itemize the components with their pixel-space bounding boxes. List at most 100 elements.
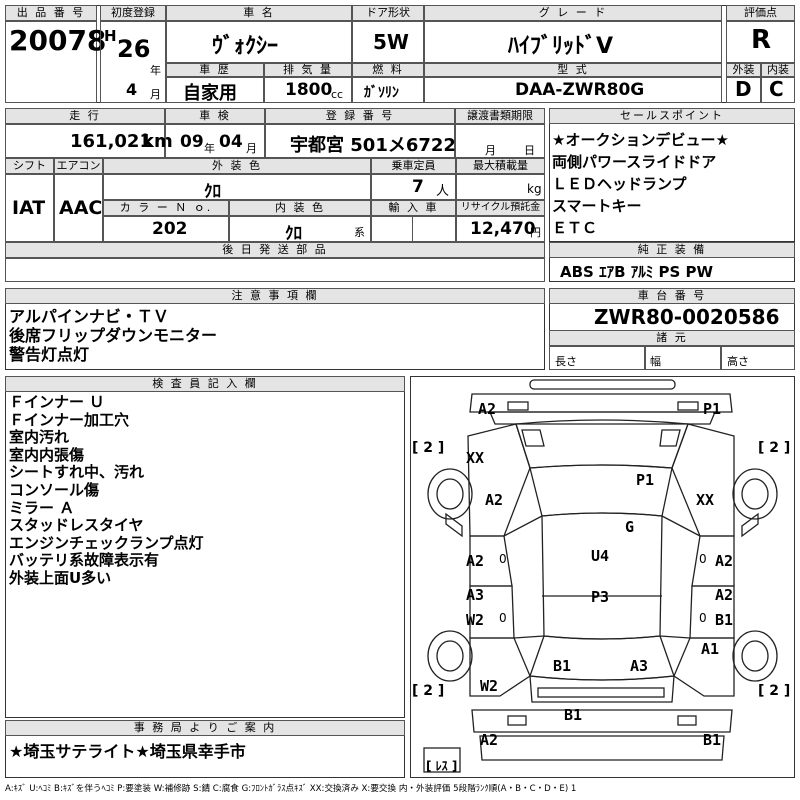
height-label: 高さ: [727, 355, 749, 368]
damage-legend: A:ｷｽﾞ U:ﾍｺﾐ B:ｷｽﾞを伴うﾍｺﾐ P:要塗装 W:補修跡 S:錆 …: [5, 784, 577, 794]
grade: ﾊｲﾌﾞﾘｯﾄﾞV: [508, 34, 614, 59]
color-number-cell: [103, 216, 229, 242]
c-pillar-right: [659, 635, 691, 639]
front-bumper-outline: [469, 393, 733, 413]
inspector-label: 検 査 員 記 入 欄: [5, 376, 405, 392]
sales-point: 両側パワースライドドア: [552, 153, 717, 171]
car-diagram-svg: [423, 379, 778, 773]
color-number-label: カ ラ ー Ｎ ｏ.: [103, 200, 229, 216]
inspection-label: 車 検: [165, 108, 265, 124]
wheel-rear-right: [732, 630, 778, 682]
roof-outline: [541, 512, 663, 640]
ac-label: エアコン: [54, 158, 103, 174]
capacity-cell: [371, 174, 456, 200]
history-cell: [166, 77, 264, 103]
sales-point: ＬＥＤヘッドランプ: [552, 175, 687, 193]
tire-rear-right-label: [ 2 ]: [758, 683, 791, 699]
shift-label: シフト: [5, 158, 54, 174]
max-load-label: 最大積載量: [456, 158, 545, 174]
later-parts-label: 後 日 発 送 部 品: [5, 242, 545, 258]
interior-grade-cell: [761, 77, 795, 103]
import-divider: [412, 216, 413, 242]
mark-b1-tailgate-left: B1: [553, 657, 572, 675]
ac-cell: [54, 174, 103, 242]
rear-skirt-outline: [479, 735, 725, 761]
wheel-front-right-inner: [741, 478, 769, 510]
exterior-color-cell: [103, 174, 371, 200]
rear-lamp-left: [507, 715, 527, 726]
mark-w2-rear-door-left: W2: [466, 611, 485, 629]
mark-b1-rear-right: B1: [703, 731, 722, 749]
inspector-line: コンソール傷: [9, 480, 100, 499]
registration-month: 4: [126, 80, 138, 99]
car-name: ｳﾞｫｸｼｰ: [212, 34, 279, 59]
import-cell: [371, 216, 456, 242]
wheel-rear-right-inner: [741, 640, 769, 672]
first-registration-label: 初度登録: [100, 5, 166, 21]
transfer-deadline-label: 譲渡書類期限: [455, 108, 545, 124]
mark-w2-quarter-left: W2: [480, 677, 499, 695]
a-pillar-left: [503, 515, 543, 537]
inspection-month: 04: [219, 132, 243, 152]
sales-point: スマートキー: [552, 197, 642, 215]
width-label: 幅: [650, 355, 661, 368]
length-cell: [549, 346, 645, 370]
chassis-label: 車 台 番 号: [549, 288, 795, 304]
doors-cell: [352, 21, 424, 63]
inspector-line: Ｆインナー Ｕ: [9, 393, 105, 411]
recycle-deposit: 12,470: [470, 219, 536, 239]
color-number: 202: [152, 219, 188, 239]
chassis-number: ZWR80-0020586: [594, 305, 780, 329]
sales-points-list: ★オークションデビュー★ 両側パワースライドドア ＬＥＤヘッドランプ スマートキ…: [552, 129, 729, 239]
wheel-front-left-inner: [436, 478, 464, 510]
model-label: 型 式: [424, 63, 722, 77]
height-cell: [721, 346, 795, 370]
mileage-label: 走 行: [5, 108, 165, 124]
front-plate-right: [677, 401, 699, 411]
grade-label: グ レ ー ド: [424, 5, 722, 21]
import-label: 輸 入 車: [371, 200, 456, 216]
wheel-rear-left: [427, 630, 473, 682]
tailgate-outline: [529, 675, 675, 703]
mark-a3-rear-door-left: A3: [466, 586, 485, 604]
c-pillar-left: [513, 635, 545, 639]
car-name-label: 車 名: [166, 5, 352, 21]
equipment-label: 純 正 装 備: [549, 242, 795, 258]
model-cell: [424, 77, 722, 103]
mark-p3-roof-rear: P3: [591, 588, 610, 606]
max-load-unit: kg: [527, 182, 542, 196]
interior-color-unit: 系: [354, 226, 365, 239]
mileage: 161,021: [70, 131, 152, 152]
recycle-cell: [456, 216, 545, 242]
mark-p1-hood: P1: [636, 471, 655, 489]
mark-a3-tailgate-right: A3: [630, 657, 649, 675]
capacity: 7: [412, 177, 424, 197]
registration-year: 26: [117, 35, 151, 63]
exterior-color: ｸﾛ: [204, 182, 221, 202]
capacity-label: 乗車定員: [371, 158, 456, 174]
doors: 5W: [373, 30, 409, 54]
sales-points-label: セールスポイント: [549, 108, 795, 124]
inspector-line: 外装上面U多い: [9, 568, 112, 587]
later-parts-cell: [5, 258, 545, 282]
notes-label: 注 意 事 項 欄: [5, 288, 545, 304]
model: DAA-ZWR80G: [515, 80, 645, 100]
spec-label: 諸 元: [549, 330, 795, 346]
fuel-label: 燃 料: [352, 63, 424, 77]
wheel-front-left: [427, 468, 473, 520]
inspection-cell: [165, 124, 265, 158]
mark-b1-rear-door-right: B1: [715, 611, 734, 629]
recycle-unit: 円: [530, 226, 541, 239]
inspection-year-unit: 年: [204, 142, 215, 155]
shift: IAT: [12, 197, 46, 219]
score-label: 評価点: [726, 5, 795, 21]
inspector-line: ミラー Ａ: [9, 498, 75, 517]
fuel-cell: [352, 77, 424, 103]
transfer-day-unit: 日: [524, 144, 535, 157]
sales-point: ＥＴＣ: [552, 219, 598, 237]
inspector-line: 室内内張傷: [9, 445, 85, 464]
door-mark-zero: 0: [699, 552, 707, 566]
front-lower-outline: [489, 411, 716, 425]
shift-cell: [5, 174, 54, 242]
lot-number: 20078: [9, 24, 107, 57]
